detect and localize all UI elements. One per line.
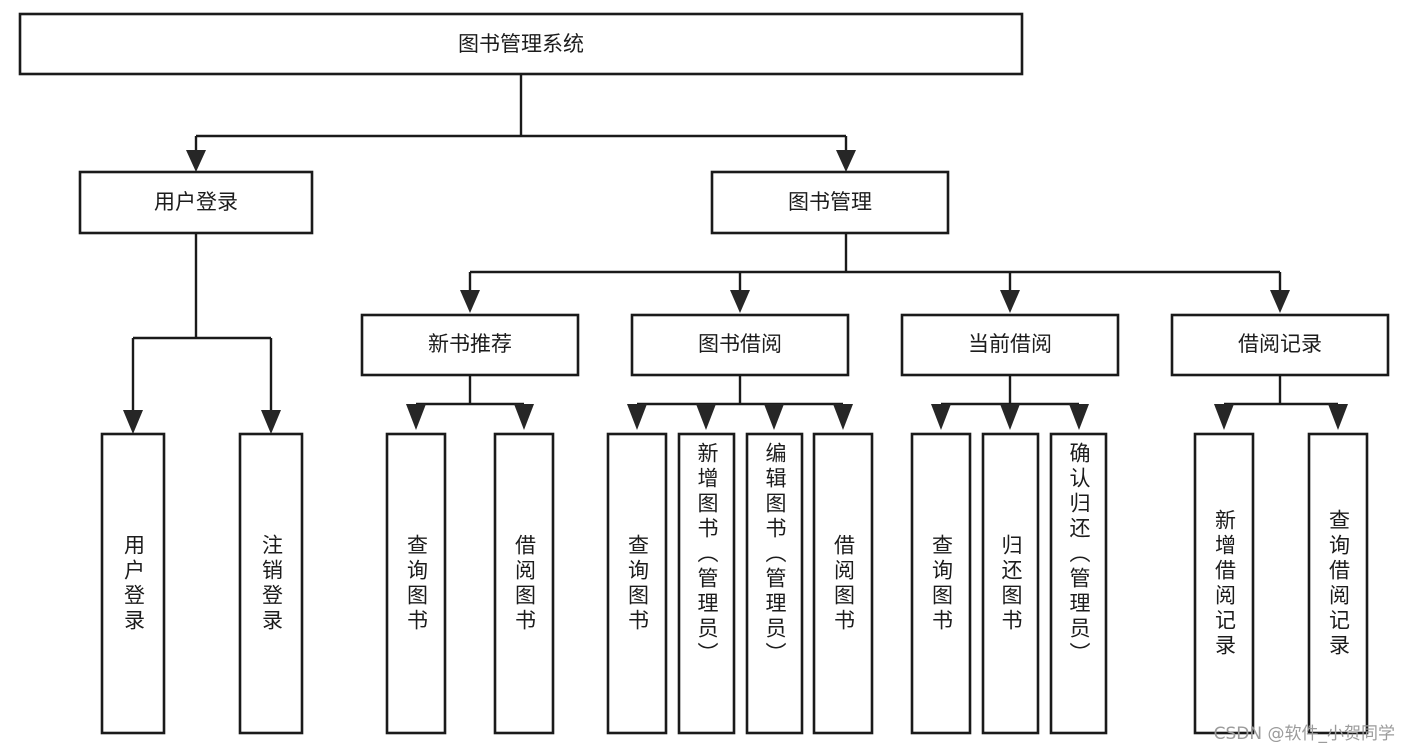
node-leaf-confirm-return-box[interactable] <box>1049 432 1108 735</box>
node-current-borrow-label: 当前借阅 <box>968 332 1052 356</box>
node-user-login[interactable]: 用户登录 <box>78 170 314 235</box>
node-root-label: 图书管理系统 <box>458 32 584 56</box>
arrow-head-leaf-confirm-return <box>1069 404 1089 430</box>
arrow-head-leaf-query-book-1 <box>406 404 426 430</box>
node-leaf-query-book-1-box[interactable] <box>385 432 447 735</box>
node-new-book-recommend-box[interactable] <box>360 313 580 377</box>
arrow-head-leaf-borrow-book-1 <box>514 404 534 430</box>
arrow-head-book-manage <box>836 150 856 172</box>
node-current-borrow[interactable]: 当前借阅 <box>900 313 1120 377</box>
arrow-head-borrow-record <box>1270 290 1290 313</box>
connector-layer <box>123 74 1348 434</box>
arrow-head-leaf-user-logout <box>261 410 281 434</box>
node-leaf-borrow-book-2-box[interactable] <box>812 432 874 735</box>
arrow-head-leaf-add-record <box>1214 404 1234 430</box>
node-leaf-user-login-box[interactable] <box>100 432 166 735</box>
node-leaf-borrow-book-1-box[interactable] <box>493 432 555 735</box>
node-leaf-return-book-box[interactable] <box>981 432 1040 735</box>
node-book-manage[interactable]: 图书管理 <box>710 170 950 235</box>
node-book-borrow[interactable]: 图书借阅 <box>630 313 850 377</box>
node-borrow-record-box[interactable] <box>1170 313 1390 377</box>
node-leaf-add-book-box[interactable] <box>677 432 736 735</box>
arrow-head-current-borrow <box>1000 290 1020 313</box>
arrow-head-leaf-query-record <box>1328 404 1348 430</box>
node-user-login-label: 用户登录 <box>154 190 238 214</box>
node-leaf-add-record-box[interactable] <box>1193 432 1255 735</box>
arrow-head-leaf-user-login <box>123 410 143 434</box>
arrow-head-leaf-borrow-book-2 <box>833 404 853 430</box>
node-leaf-query-book-2-box[interactable] <box>606 432 668 735</box>
node-user-login-box[interactable] <box>78 170 314 235</box>
node-root[interactable]: 图书管理系统 <box>18 12 1024 76</box>
node-root-box[interactable] <box>18 12 1024 76</box>
node-leaf-edit-book-box[interactable] <box>745 432 804 735</box>
arrow-head-leaf-edit-book <box>764 404 784 430</box>
node-current-borrow-box[interactable] <box>900 313 1120 377</box>
arrow-head-leaf-query-book-3 <box>931 404 951 430</box>
node-book-borrow-box[interactable] <box>630 313 850 377</box>
node-leaf-query-book-3-box[interactable] <box>910 432 972 735</box>
arrow-head-leaf-add-book <box>696 404 716 430</box>
node-book-manage-box[interactable] <box>710 170 950 235</box>
node-new-book-recommend-label: 新书推荐 <box>428 332 512 356</box>
node-borrow-record-label: 借阅记录 <box>1238 332 1322 356</box>
arrow-head-leaf-return-book <box>1000 404 1020 430</box>
arrow-head-leaf-query-book-2 <box>627 404 647 430</box>
node-borrow-record[interactable]: 借阅记录 <box>1170 313 1390 377</box>
arrow-head-book-borrow <box>730 290 750 313</box>
arrow-head-user-login <box>186 150 206 172</box>
node-leaf-user-logout-box[interactable] <box>238 432 304 735</box>
arrow-head-new-book-recommend <box>460 290 480 313</box>
node-leaf-query-record-box[interactable] <box>1307 432 1369 735</box>
node-book-manage-label: 图书管理 <box>788 190 872 214</box>
node-new-book-recommend[interactable]: 新书推荐 <box>360 313 580 377</box>
node-book-borrow-label: 图书借阅 <box>698 332 782 356</box>
